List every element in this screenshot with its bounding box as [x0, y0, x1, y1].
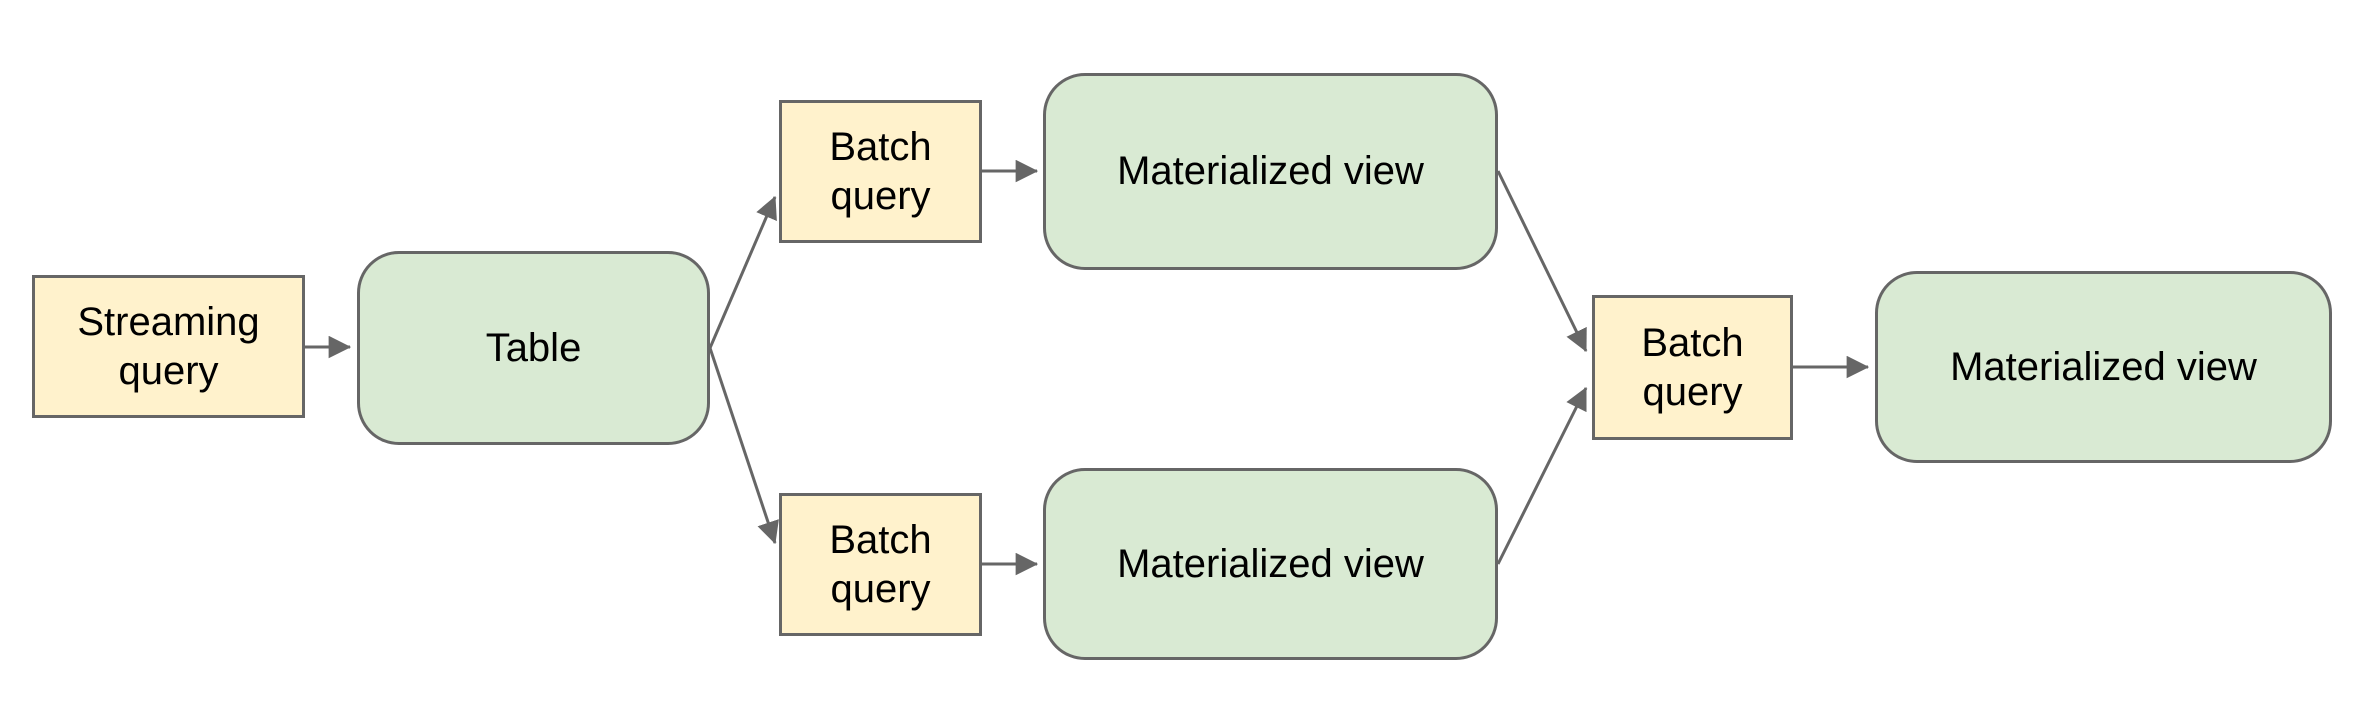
edge-table-to-batch-query-bottom — [708, 347, 779, 545]
node-label: Batch query — [829, 124, 932, 218]
node-label: Batch query — [1641, 320, 1744, 414]
node-batch-query-top: Batch query — [779, 100, 982, 243]
node-label: Materialized view — [1117, 541, 1424, 586]
node-table: Table — [357, 251, 710, 445]
node-label: Table — [485, 325, 582, 370]
node-materialized-view-top: Materialized view — [1043, 73, 1498, 270]
node-label: Streaming query — [77, 299, 260, 393]
edge-materialized-view-bottom-to-batch-query-final — [1496, 386, 1588, 565]
node-label: Batch query — [829, 517, 932, 611]
node-label: Materialized view — [1950, 344, 2257, 389]
node-materialized-view-final: Materialized view — [1875, 271, 2332, 463]
node-label: Materialized view — [1117, 149, 1424, 194]
node-batch-query-final: Batch query — [1592, 295, 1793, 440]
edge-materialized-view-top-to-batch-query-final — [1496, 170, 1588, 353]
node-materialized-view-bottom: Materialized view — [1043, 468, 1498, 660]
node-streaming-query: Streaming query — [32, 275, 305, 418]
node-batch-query-bottom: Batch query — [779, 493, 982, 636]
edge-table-to-batch-query-top — [708, 195, 777, 349]
